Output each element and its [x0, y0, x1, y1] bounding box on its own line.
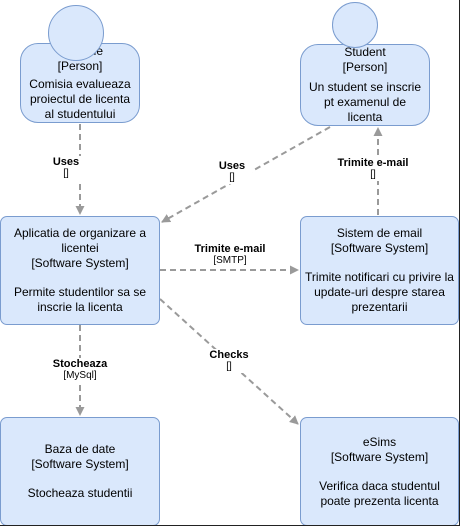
person-comisia-name: ie: [93, 44, 103, 58]
system-esims-name: eSims: [362, 434, 397, 449]
system-aplicatia-type: [Software System]: [31, 256, 129, 270]
system-aplicatia[interactable]: Aplicatia de organizare a licentei [Soft…: [0, 216, 160, 325]
system-email-desc: Trimite notificari cu privire la update-…: [305, 270, 454, 314]
system-email-name: Sistem de email: [336, 226, 423, 240]
edge-label-app-esims-tech: []: [226, 361, 232, 372]
edge-label-app-esims: Checks []: [204, 349, 254, 373]
system-baza-name: Baza de date: [44, 442, 116, 456]
person-student-name: Student: [344, 45, 386, 59]
edge-label-comisia-uses-text: Uses: [52, 156, 80, 168]
edge-label-email-student-text: Trimite e-mail: [337, 157, 409, 169]
edge-label-comisia-uses-tech: []: [63, 168, 69, 179]
edge-student-to-app: [161, 126, 331, 223]
system-esims-desc: Verifica daca studentul poate prezenta l…: [319, 478, 440, 508]
person-comisia-type: [Person]: [57, 59, 103, 73]
edge-label-app-db-text: Stocheaza: [52, 358, 108, 370]
person-student-desc: Un student se inscrie pt examenul de lic…: [308, 80, 422, 124]
edge-label-app-db: Stocheaza [MySql]: [48, 358, 112, 382]
edge-label-app-email: Trimite e-mail [SMTP]: [187, 243, 273, 267]
system-aplicatia-name: Aplicatia de organizare a licentei: [13, 226, 147, 255]
person-student-head-icon: [332, 2, 378, 48]
edge-label-student-uses-tech: []: [229, 172, 235, 183]
system-esims-type: [Software System]: [330, 449, 429, 464]
system-email-type: [Software System]: [330, 241, 429, 255]
person-comisia-desc: Comisia evalueaza proiectul de licenta a…: [29, 77, 131, 121]
edge-label-student-uses-text: Uses: [218, 160, 246, 172]
system-email[interactable]: Sistem de email [Software System] Trimit…: [300, 216, 459, 325]
edge-label-email-student: Trimite e-mail []: [330, 157, 416, 181]
edge-label-app-esims-text: Checks: [209, 349, 249, 361]
person-comisia-head-icon: [48, 5, 104, 61]
system-baza-desc: Stocheaza studentii: [27, 486, 133, 500]
system-esims[interactable]: eSims [Software System] Verifica daca st…: [300, 417, 459, 526]
edge-label-app-db-tech: [MySql]: [63, 370, 97, 381]
person-student[interactable]: Student [Person] Un student se inscrie p…: [300, 44, 430, 126]
edge-label-comisia-uses: Uses []: [44, 156, 88, 180]
edge-label-email-student-tech: []: [370, 169, 376, 180]
system-baza-type: [Software System]: [31, 457, 129, 471]
edge-label-app-email-tech: [SMTP]: [213, 255, 247, 266]
edge-label-app-email-text: Trimite e-mail: [194, 243, 266, 255]
system-baza-de-date[interactable]: Baza de date [Software System] Stocheaza…: [0, 417, 160, 526]
edge-label-student-uses: Uses []: [212, 160, 252, 184]
person-student-type: [Person]: [342, 60, 388, 74]
system-aplicatia-desc: Permite studentilor sa se inscrie la lic…: [13, 285, 147, 314]
